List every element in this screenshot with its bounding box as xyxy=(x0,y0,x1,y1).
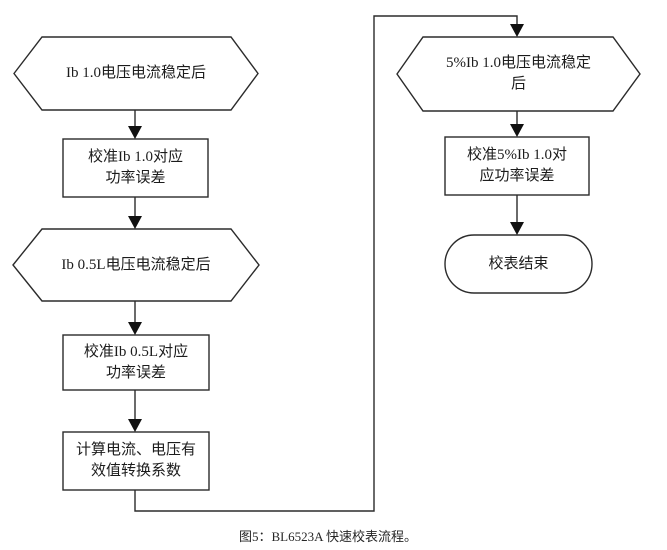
arrowhead-calcrms xyxy=(128,419,142,432)
process-cal-5pct-ib xyxy=(444,136,590,196)
arrowhead-wait05l xyxy=(128,216,142,229)
hexagon-wait-ib-1-0 xyxy=(13,36,259,111)
arrowhead-end xyxy=(510,222,524,235)
edge-calcrms-wait5pct xyxy=(134,15,518,512)
hexagon-wait-ib-0-5l xyxy=(12,228,260,302)
arrowhead-cal5pct xyxy=(510,124,524,137)
process-cal-ib-1-0 xyxy=(62,138,209,198)
terminator-end xyxy=(444,234,593,294)
arrowhead-wait5pct xyxy=(510,24,524,37)
process-calc-rms xyxy=(62,431,210,491)
figure-caption: 图5：BL6523A 快速校表流程。 xyxy=(239,529,418,544)
hexagon-wait-5pct-ib xyxy=(396,36,641,112)
arrowhead-cal05l xyxy=(128,322,142,335)
arrowhead-cal10 xyxy=(128,126,142,139)
process-cal-ib-0-5l xyxy=(62,334,210,391)
